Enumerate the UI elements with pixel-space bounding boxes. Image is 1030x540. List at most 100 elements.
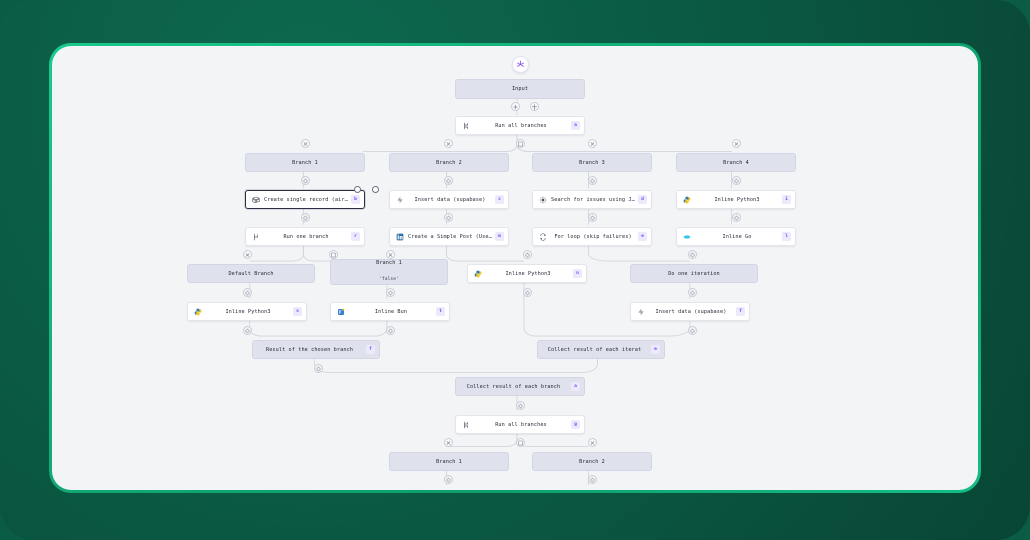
- branch-icon[interactable]: [530, 102, 539, 111]
- flow-node-branch1_bot[interactable]: Branch 1: [389, 452, 509, 471]
- flow-node-label: Create a Simple Post (User) |...: [408, 233, 495, 240]
- node-icon[interactable]: [523, 250, 532, 259]
- close-icon[interactable]: [444, 438, 453, 447]
- node-icon[interactable]: [688, 250, 697, 259]
- node-icon[interactable]: [588, 213, 597, 222]
- flow-node-label: Branch 1: [292, 159, 318, 166]
- flow-node-label: Create single record (airtable): [264, 196, 351, 203]
- node-icon[interactable]: [516, 401, 525, 410]
- go-icon: [681, 231, 692, 242]
- flow-node-badge: a: [571, 382, 580, 391]
- flow-node-branch2_top[interactable]: Branch 2: [389, 153, 509, 172]
- node-icon[interactable]: [243, 288, 252, 297]
- flow-node-label: Collect result of each branch: [466, 383, 561, 390]
- close-icon[interactable]: [243, 250, 252, 259]
- jira-icon: [537, 194, 548, 205]
- flow-node-label: Branch 4: [723, 159, 749, 166]
- flow-node-default_br[interactable]: Default Branch: [187, 264, 315, 283]
- close-icon[interactable]: [386, 250, 395, 259]
- flow-node-badge: n: [573, 269, 582, 278]
- windmill-logo-icon[interactable]: [512, 56, 529, 73]
- node-icon[interactable]: [386, 326, 395, 335]
- flow-node-badge: r: [351, 232, 360, 241]
- flow-node-badge: t: [436, 307, 445, 316]
- flow-node-supabase1[interactable]: Insert data (supabase)c: [389, 190, 509, 209]
- node-icon[interactable]: [588, 176, 597, 185]
- flow-node-collect_br[interactable]: Collect result of each branch a: [455, 377, 585, 396]
- flow-node-badge: d: [638, 195, 647, 204]
- flow-node-badge: f: [366, 345, 375, 354]
- branch-all-icon: [460, 419, 471, 430]
- flow-node-linkedin[interactable]: Create a Simple Post (User) |...m: [389, 227, 509, 246]
- flow-node-branch4_top[interactable]: Branch 4: [676, 153, 796, 172]
- flow-node-badge: l: [782, 232, 791, 241]
- python-icon: [472, 268, 483, 279]
- flow-node-badge: i: [782, 195, 791, 204]
- plus-icon[interactable]: [511, 102, 520, 111]
- flow-node-bun[interactable]: Inline Bun t: [330, 302, 450, 321]
- flow-node-badge: f: [736, 307, 745, 316]
- flow-node-label: Inline Bun: [374, 308, 408, 315]
- node-icon[interactable]: [314, 364, 323, 373]
- edit-icon[interactable]: [516, 438, 525, 447]
- flow-node-res_branch[interactable]: Result of the chosen branch f: [252, 340, 380, 359]
- node-icon[interactable]: [444, 213, 453, 222]
- flow-node-label: Input: [511, 86, 529, 92]
- close-icon[interactable]: [444, 139, 453, 148]
- edit-icon[interactable]: [329, 250, 338, 259]
- flow-node-airtable[interactable]: Create single record (airtable)b: [245, 190, 365, 209]
- flow-node-branch2_bot[interactable]: Branch 2: [532, 452, 652, 471]
- close-icon[interactable]: [301, 139, 310, 148]
- node-icon[interactable]: [732, 213, 741, 222]
- flow-node-label: Default Branch: [228, 270, 274, 277]
- node-icon[interactable]: [243, 326, 252, 335]
- flow-node-branch1_top[interactable]: Branch 1: [245, 153, 365, 172]
- close-icon[interactable]: [588, 139, 597, 148]
- node-icon[interactable]: [444, 475, 453, 484]
- flow-edge: [523, 279, 598, 337]
- close-icon[interactable]: [732, 139, 741, 148]
- node-icon[interactable]: [444, 176, 453, 185]
- python-icon: [681, 194, 692, 205]
- node-icon[interactable]: [732, 176, 741, 185]
- node-icon[interactable]: [301, 176, 310, 185]
- bun-icon: [335, 306, 346, 317]
- flow-node-sublabel: 'false': [378, 277, 400, 283]
- node-icon[interactable]: [523, 288, 532, 297]
- flow-node-forloop[interactable]: For loop (skip failures)e: [532, 227, 652, 246]
- flow-node-input[interactable]: Input: [455, 79, 585, 99]
- handle-right[interactable]: [372, 186, 379, 193]
- node-icon[interactable]: [688, 326, 697, 335]
- flow-node-supabase2[interactable]: Insert data (supabase)f: [630, 302, 750, 321]
- handle-top[interactable]: [354, 186, 361, 193]
- node-icon[interactable]: [386, 288, 395, 297]
- flow-node-label: Result of the chosen branch: [265, 346, 354, 353]
- flow-node-label: Branch 2: [579, 458, 605, 465]
- node-icon[interactable]: [688, 288, 697, 297]
- flow-node-label: Search for issues using JQL (...: [551, 196, 638, 203]
- flow-node-do_one_iter[interactable]: Do one iteration: [630, 264, 758, 283]
- flow-node-run_one[interactable]: Run one branch r: [245, 227, 365, 246]
- flow-node-jira[interactable]: Search for issues using JQL (...d: [532, 190, 652, 209]
- flow-node-badge: s: [293, 307, 302, 316]
- node-icon[interactable]: [588, 475, 597, 484]
- flow-node-branch3_top[interactable]: Branch 3: [532, 153, 652, 172]
- flow-node-label: Inline Python3: [714, 196, 760, 203]
- flow-node-branch1_false[interactable]: Branch 1'false': [330, 259, 448, 285]
- node-icon[interactable]: [301, 213, 310, 222]
- flow-edge: [516, 133, 732, 153]
- flow-node-py_b4[interactable]: Inline Python3 i: [676, 190, 796, 209]
- close-icon[interactable]: [588, 438, 597, 447]
- flow-node-label: Run one branch: [283, 233, 329, 240]
- flow-node-badge: g: [571, 420, 580, 429]
- edit-icon[interactable]: [516, 139, 525, 148]
